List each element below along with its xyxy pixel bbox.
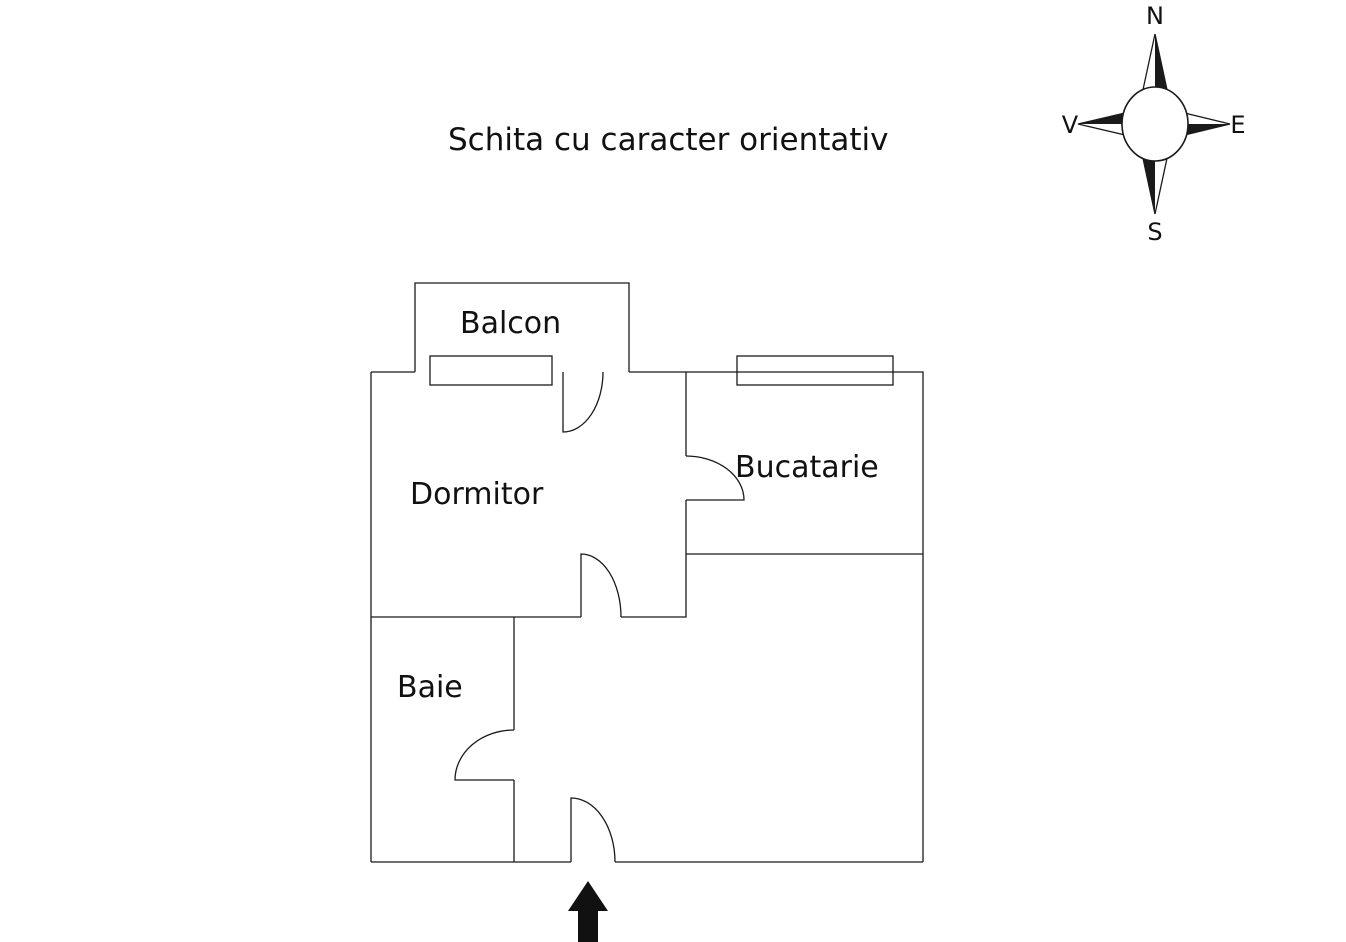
window-kitchen bbox=[736, 355, 894, 386]
door-bedroom bbox=[580, 553, 622, 618]
compass-west-label: V bbox=[1062, 111, 1079, 139]
room-label-balcony: Balcon bbox=[460, 306, 561, 341]
room-label-kitchen: Bucatarie bbox=[735, 450, 879, 485]
compass-north-label: N bbox=[1146, 2, 1164, 30]
room-label-bathroom: Baie bbox=[397, 670, 463, 705]
door-kitchen bbox=[685, 455, 745, 501]
window-bedroom bbox=[429, 355, 553, 386]
room-label-bedroom: Dormitor bbox=[410, 477, 544, 512]
door-bathroom bbox=[454, 729, 515, 781]
door-balcony bbox=[562, 371, 604, 433]
compass-east-label: E bbox=[1230, 111, 1245, 139]
plan-title: Schita cu caracter orientativ bbox=[448, 122, 889, 158]
compass-rose-icon: N S E V bbox=[1062, 2, 1246, 246]
door-entrance bbox=[570, 797, 616, 863]
balcony-walls bbox=[414, 282, 630, 372]
kitchen-walls bbox=[686, 371, 924, 862]
compass-south-label: S bbox=[1147, 218, 1162, 246]
entrance-arrow-icon bbox=[568, 881, 608, 942]
bedroom-walls bbox=[370, 371, 687, 862]
